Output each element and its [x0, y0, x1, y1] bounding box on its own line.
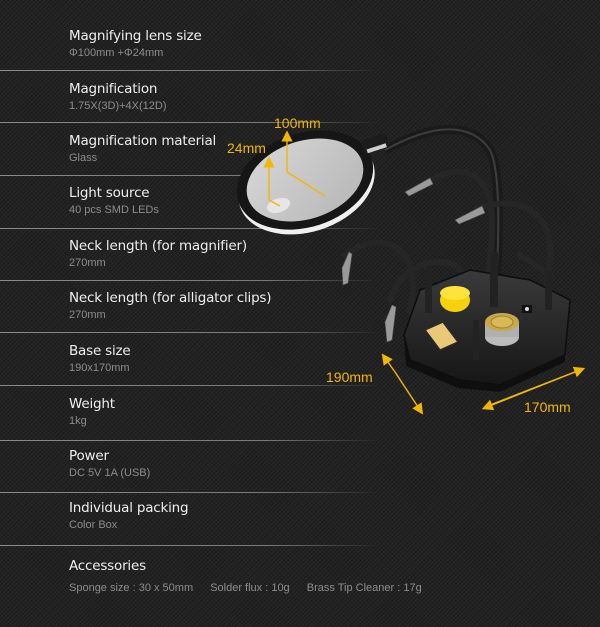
spec-label: Magnification — [69, 81, 158, 97]
spec-value: 40 pcs SMD LEDs — [69, 204, 159, 216]
product-image: 100mm 24mm 190mm 170mm — [220, 100, 600, 430]
dimension-label-lens-small: 24mm — [227, 140, 266, 156]
dimension-label-lens-large: 100mm — [274, 115, 321, 131]
spec-label: Neck length (for alligator clips) — [69, 290, 272, 306]
spec-label: Base size — [69, 343, 131, 359]
divider — [0, 385, 380, 386]
accessory-item: Brass Tip Cleaner : 17g — [306, 582, 422, 594]
spec-label: Light source — [69, 185, 150, 201]
divider — [0, 332, 380, 333]
spec-value: DC 5V 1A (USB) — [69, 467, 151, 479]
spec-label: Individual packing — [69, 500, 189, 516]
divider — [0, 492, 380, 493]
dimension-label-base-depth: 190mm — [326, 369, 373, 385]
divider — [0, 280, 380, 281]
spec-label: Weight — [69, 396, 115, 412]
divider — [0, 122, 380, 123]
dimension-label-base-width: 170mm — [524, 399, 571, 415]
spec-value: 1kg — [69, 415, 87, 427]
divider — [0, 440, 380, 441]
spec-value: Glass — [69, 152, 98, 164]
spec-value: 190x170mm — [69, 362, 130, 374]
divider — [0, 70, 380, 71]
spec-value: 1.75X(3D)+4X(12D) — [69, 100, 167, 112]
divider — [0, 545, 380, 546]
accessory-item: Solder flux : 10g — [210, 582, 290, 594]
spec-label: Power — [69, 448, 109, 464]
accessories-list: Sponge size : 30 x 50mm Solder flux : 10… — [69, 582, 436, 594]
divider — [0, 175, 380, 176]
spec-label: Magnifying lens size — [69, 28, 202, 44]
alligator-clip-icons — [341, 177, 486, 343]
helping-hands-illustration — [236, 124, 586, 415]
spec-label: Magnification material — [69, 133, 217, 149]
solder-flux-icon — [423, 321, 460, 351]
spec-value: Color Box — [69, 519, 118, 531]
spec-value: 270mm — [69, 257, 106, 269]
spec-value: 270mm — [69, 309, 106, 321]
spec-value: Φ100mm +Φ24mm — [69, 47, 164, 59]
spec-label: Neck length (for magnifier) — [69, 238, 247, 254]
divider — [0, 228, 380, 229]
accessory-item: Sponge size : 30 x 50mm — [69, 582, 194, 594]
spec-label: Accessories — [69, 558, 146, 574]
